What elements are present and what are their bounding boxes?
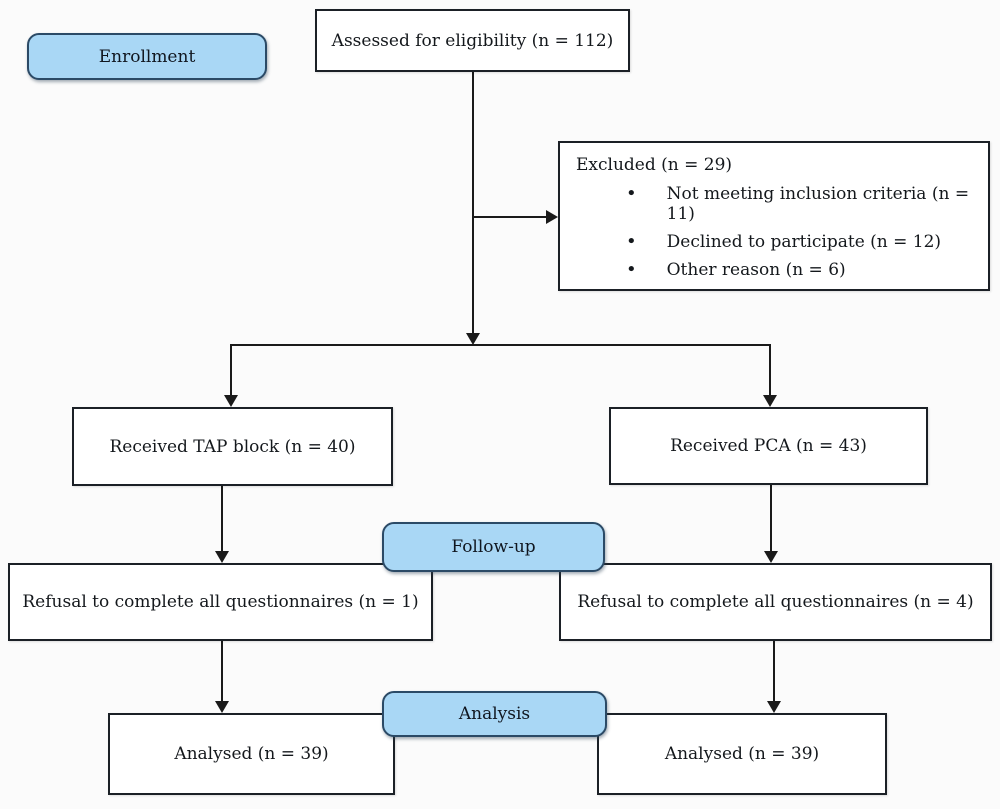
box-refusal-tap-label: Refusal to complete all questionnaires (…	[22, 592, 419, 612]
box-received-pca: Received PCA (n = 43)	[609, 407, 928, 485]
arrowhead-to-analysed-pca	[767, 701, 781, 713]
box-refusal-pca-label: Refusal to complete all questionnaires (…	[577, 592, 974, 612]
arrowhead-pca-to-refusal	[764, 551, 778, 563]
connector-split-horizontal	[231, 344, 771, 346]
box-analysed-tap: Analysed (n = 39)	[108, 713, 395, 795]
box-received-pca-label: Received PCA (n = 43)	[670, 436, 867, 456]
connector-split-right-down	[769, 344, 771, 395]
connector-assessed-down	[472, 72, 474, 333]
arrowhead-to-tap	[224, 395, 238, 407]
stage-followup: Follow-up	[382, 522, 605, 572]
excluded-reason-label: Not meeting inclusion criteria (n = 11)	[666, 184, 970, 224]
connector-to-excluded	[473, 216, 546, 218]
connector-refusal-tap-down	[221, 641, 223, 701]
excluded-reason-item: • Not meeting inclusion criteria (n = 11…	[576, 184, 978, 224]
excluded-reason-list: • Not meeting inclusion criteria (n = 11…	[576, 184, 978, 288]
box-refusal-tap: Refusal to complete all questionnaires (…	[8, 563, 433, 641]
connector-split-left-down	[230, 344, 232, 395]
stage-followup-label: Follow-up	[451, 537, 536, 557]
box-refusal-pca: Refusal to complete all questionnaires (…	[559, 563, 992, 641]
arrowhead-assessed-to-split	[466, 333, 480, 345]
box-analysed-pca-label: Analysed (n = 39)	[664, 744, 820, 764]
bullet-icon: •	[626, 259, 637, 280]
excluded-reason-item: • Declined to participate (n = 12)	[576, 232, 978, 252]
bullet-icon: •	[626, 231, 637, 252]
excluded-reason-label: Other reason (n = 6)	[666, 260, 846, 280]
bullet-icon: •	[626, 183, 637, 204]
excluded-reason-label: Declined to participate (n = 12)	[666, 232, 942, 252]
box-analysed-pca: Analysed (n = 39)	[597, 713, 887, 795]
box-excluded: Excluded (n = 29) • Not meeting inclusio…	[558, 141, 990, 291]
arrowhead-tap-to-refusal	[215, 551, 229, 563]
stage-analysis-label: Analysis	[458, 704, 531, 724]
connector-refusal-pca-down	[773, 641, 775, 701]
stage-enrollment: Enrollment	[27, 33, 267, 80]
arrowhead-to-excluded	[546, 210, 558, 224]
stage-analysis: Analysis	[382, 691, 607, 737]
box-excluded-title: Excluded (n = 29)	[576, 155, 733, 175]
box-received-tap-block-label: Received TAP block (n = 40)	[109, 436, 356, 457]
connector-pca-down	[770, 485, 772, 551]
arrowhead-to-pca	[763, 395, 777, 407]
excluded-reason-item: • Other reason (n = 6)	[576, 260, 978, 280]
box-assessed-eligibility: Assessed for eligibility (n = 112)	[315, 9, 630, 72]
box-analysed-tap-label: Analysed (n = 39)	[174, 744, 329, 764]
arrowhead-to-analysed-tap	[215, 701, 229, 713]
box-received-tap-block: Received TAP block (n = 40)	[72, 407, 393, 486]
box-assessed-eligibility-label: Assessed for eligibility (n = 112)	[331, 30, 614, 51]
connector-tap-down	[221, 486, 223, 551]
stage-enrollment-label: Enrollment	[98, 46, 196, 67]
